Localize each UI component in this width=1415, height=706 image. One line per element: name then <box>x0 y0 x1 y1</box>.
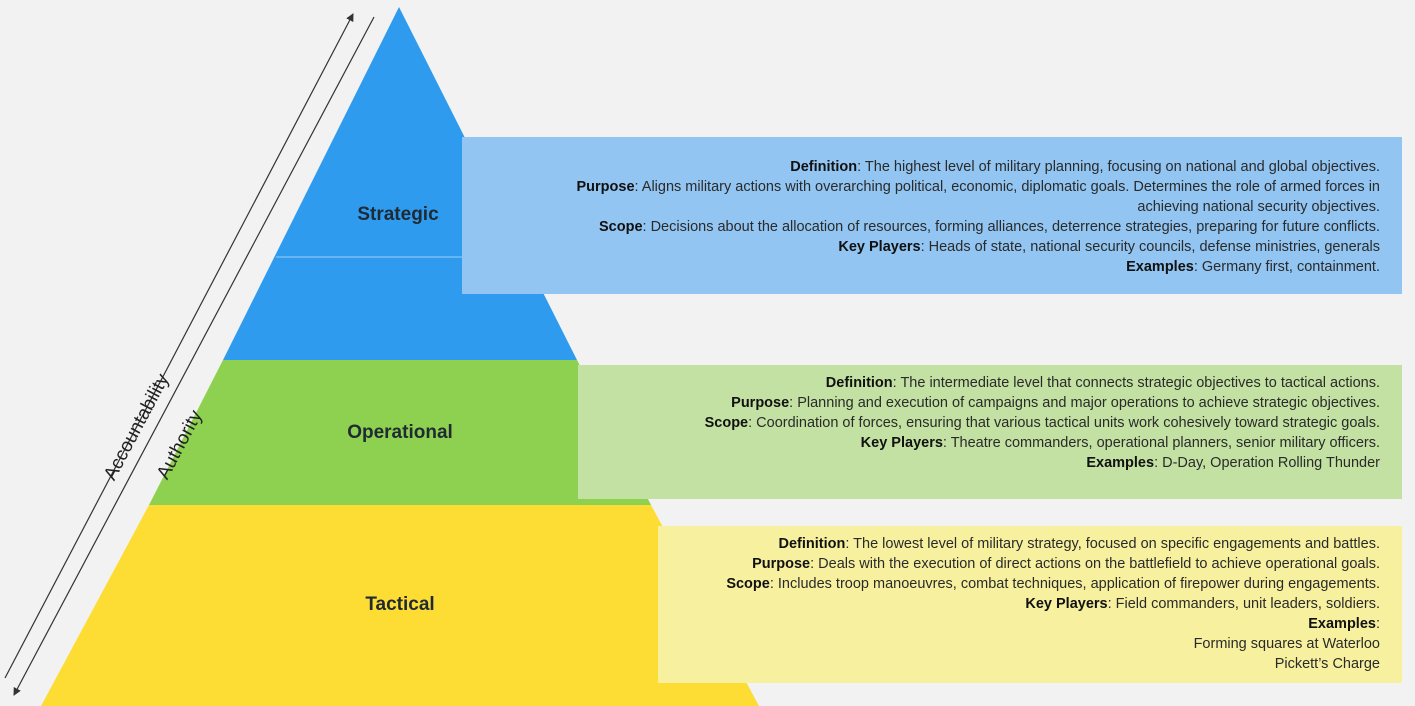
operational-info-box: Definition: The intermediate level that … <box>578 365 1402 499</box>
strategic-info-box: Definition: The highest level of militar… <box>462 137 1402 294</box>
tactical-definition: Definition: The lowest level of military… <box>778 536 1381 552</box>
tactical-purpose: Purpose: Deals with the execution of dir… <box>752 556 1380 572</box>
pyramid-tier-tactical <box>41 505 759 706</box>
tactical-level-label: Tactical <box>365 594 435 615</box>
operational-level-label: Operational <box>347 422 453 443</box>
operational-scope: Scope: Coordination of forces, ensuring … <box>704 415 1380 431</box>
strategic-level-label: Strategic <box>357 204 439 225</box>
strategic-key-players: Key Players: Heads of state, national se… <box>838 239 1380 255</box>
tactical-key-players: Key Players: Field commanders, unit lead… <box>1025 596 1380 612</box>
operational-definition: Definition: The intermediate level that … <box>825 375 1380 391</box>
operational-purpose: Purpose: Planning and execution of campa… <box>731 395 1380 411</box>
operational-examples: Examples: D-Day, Operation Rolling Thund… <box>1086 455 1380 471</box>
strategic-purpose-continued: achieving national security objectives. <box>1137 199 1380 215</box>
accountability-arrow <box>4 13 354 679</box>
pyramid-tier-operational <box>149 360 651 505</box>
strategic-definition: Definition: The highest level of militar… <box>790 159 1380 175</box>
tactical-example-item: Pickett’s Charge <box>1274 656 1380 672</box>
tactical-example-item: Forming squares at Waterloo <box>1193 636 1380 652</box>
authority-arrow <box>13 16 375 696</box>
strategic-scope: Scope: Decisions about the allocation of… <box>599 219 1380 235</box>
tactical-scope: Scope: Includes troop manoeuvres, combat… <box>726 576 1380 592</box>
tactical-info-box: Definition: The lowest level of military… <box>658 526 1402 683</box>
tactical-examples: Examples: <box>1308 616 1380 632</box>
strategic-purpose: Purpose: Aligns military actions with ov… <box>576 179 1380 195</box>
strategic-examples: Examples: Germany first, containment. <box>1126 259 1380 275</box>
operational-key-players: Key Players: Theatre commanders, operati… <box>860 435 1380 451</box>
